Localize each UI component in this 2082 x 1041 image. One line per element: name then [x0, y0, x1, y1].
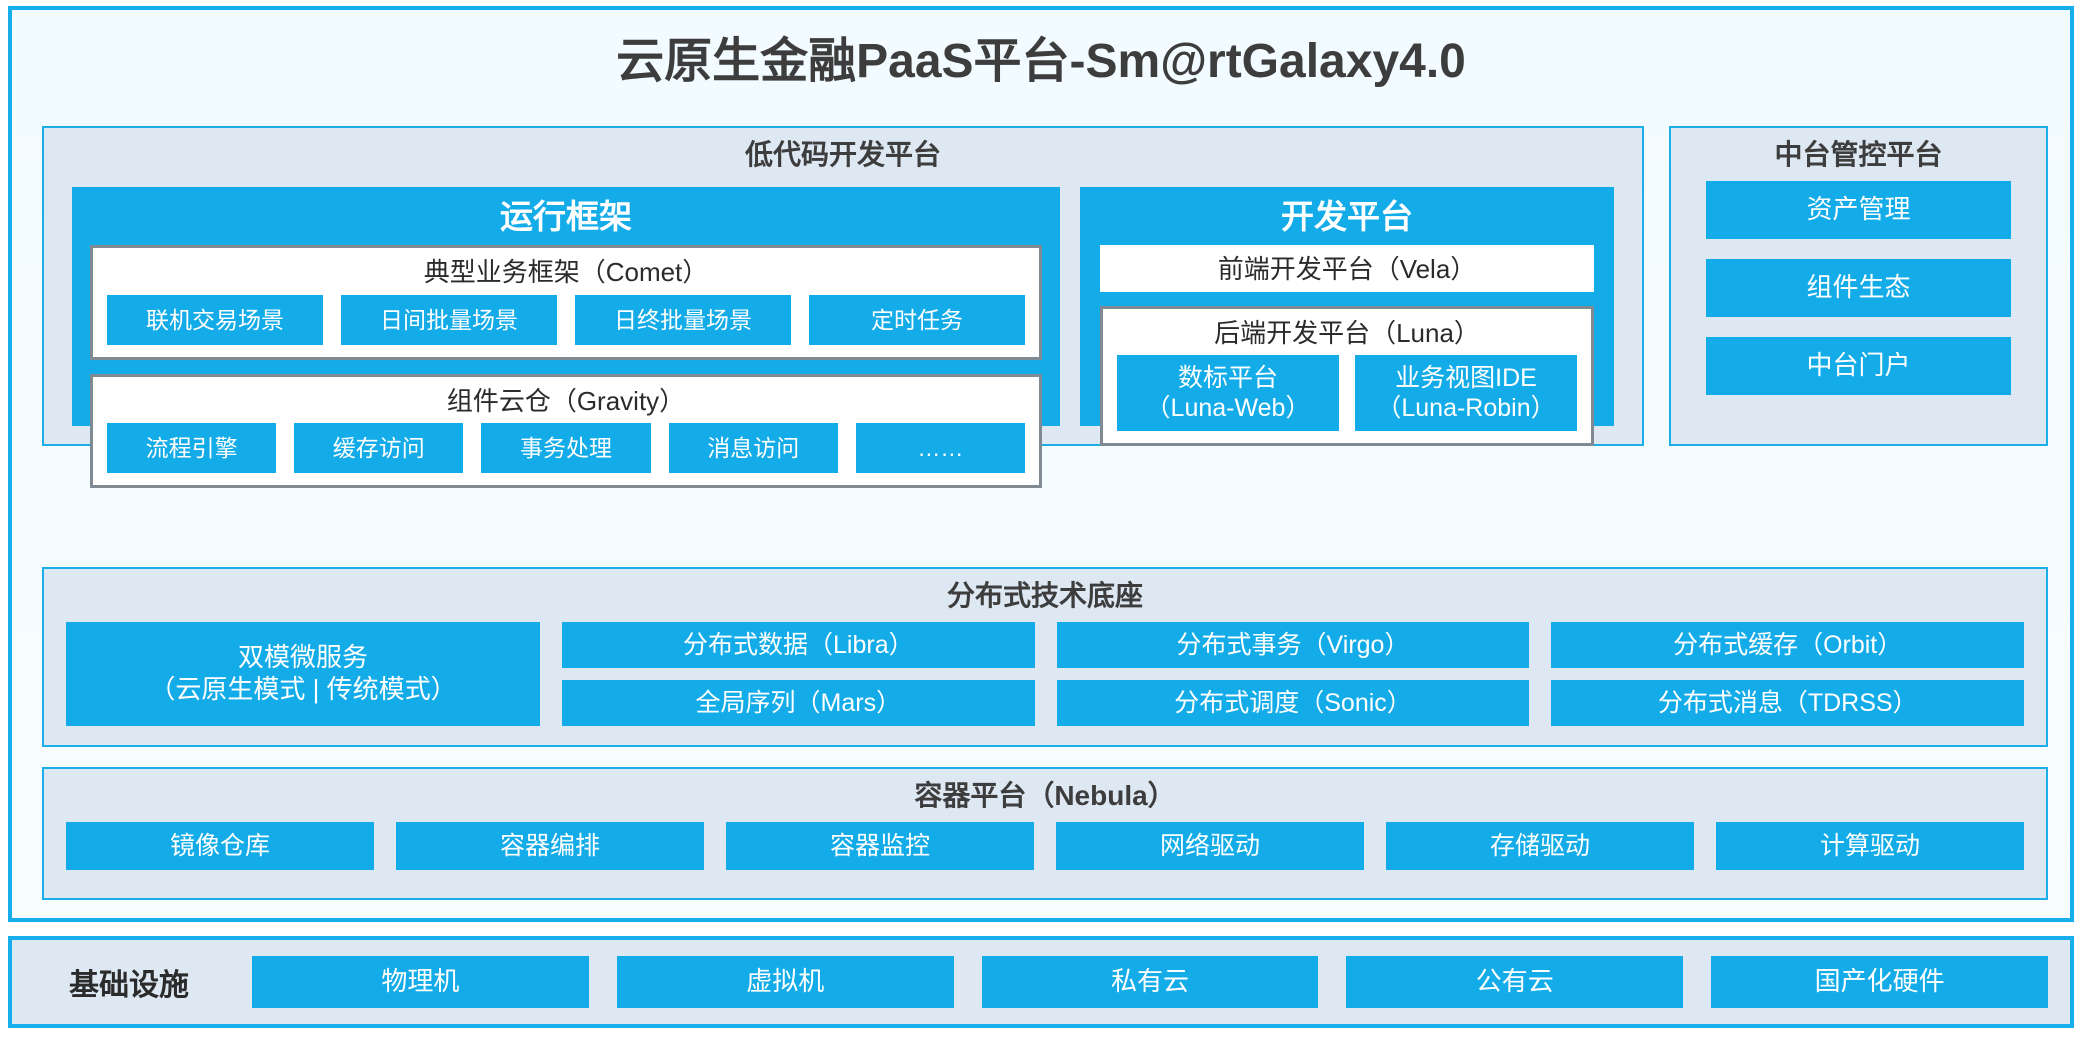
chip-distributed-scheduling-sonic[interactable]: 分布式调度（Sonic） [1056, 679, 1530, 726]
chip-distributed-cache-orbit[interactable]: 分布式缓存（Orbit） [1551, 621, 2025, 668]
chip-asset-management[interactable]: 资产管理 [1706, 180, 2011, 239]
chip-network-driver[interactable]: 网络驱动 [1056, 821, 1364, 870]
comet-group-heading: 典型业务框架（Comet） [423, 257, 709, 288]
distributed-base-panel: 分布式技术底座 双模微服务 （云原生模式 | 传统模式） 分布式数据（Libra… [42, 567, 2048, 747]
chip-distributed-message-tdrss[interactable]: 分布式消息（TDRSS） [1551, 679, 2025, 726]
chip-physical-machine[interactable]: 物理机 [252, 956, 589, 1008]
chip-transaction-processing[interactable]: 事务处理 [481, 423, 651, 474]
container-platform-title: 容器平台（Nebula） [914, 780, 1176, 811]
infrastructure-label: 基础设施 [69, 969, 189, 1002]
chip-public-cloud[interactable]: 公有云 [1346, 956, 1684, 1008]
chip-luna-web-line2: （Luna-Web） [1145, 394, 1311, 423]
page-title: 云原生金融PaaS平台-Sm@rtGalaxy4.0 [616, 35, 1466, 88]
chip-scheduled-task[interactable]: 定时任务 [809, 294, 1025, 345]
distributed-column-1: 分布式数据（Libra） 全局序列（Mars） [562, 621, 1035, 726]
chip-global-sequence-mars[interactable]: 全局序列（Mars） [562, 679, 1035, 726]
runtime-framework-title: 运行框架 [500, 198, 632, 235]
chip-intraday-batch-scenario[interactable]: 日间批量场景 [341, 294, 557, 345]
chip-component-ecosystem[interactable]: 组件生态 [1706, 258, 2011, 317]
chip-luna-web-line1: 数标平台 [1177, 363, 1278, 392]
chip-compute-driver[interactable]: 计算驱动 [1716, 821, 2024, 870]
frontend-dev-platform-heading: 前端开发平台（Vela） [1217, 254, 1477, 285]
chip-distributed-data-libra[interactable]: 分布式数据（Libra） [562, 621, 1035, 668]
platform-card: 云原生金融PaaS平台-Sm@rtGalaxy4.0 低代码开发平台 运行框架 … [8, 6, 2074, 922]
gravity-group-heading: 组件云仓（Gravity） [446, 385, 686, 416]
gravity-group: 组件云仓（Gravity） 流程引擎 缓存访问 事务处理 消息访问 …… [90, 373, 1042, 489]
mid-office-platform-panel: 中台管控平台 资产管理 组件生态 中台门户 [1669, 126, 2048, 446]
chip-container-monitoring[interactable]: 容器监控 [726, 821, 1034, 870]
container-platform-panel: 容器平台（Nebula） 镜像仓库 容器编排 容器监控 网络驱动 存储驱动 计算… [42, 767, 2048, 900]
chip-luna-robin-line2: （Luna-Robin） [1376, 394, 1556, 423]
frontend-dev-platform-box[interactable]: 前端开发平台（Vela） [1100, 245, 1594, 292]
development-platform-title: 开发平台 [1281, 198, 1413, 235]
development-platform-section: 开发平台 前端开发平台（Vela） 后端开发平台（Luna） 数标平台 [1080, 187, 1614, 447]
chip-private-cloud[interactable]: 私有云 [981, 956, 1319, 1008]
distributed-base-title: 分布式技术底座 [946, 580, 1143, 611]
chip-more-ellipsis[interactable]: …… [855, 423, 1026, 474]
runtime-framework-section: 运行框架 典型业务框架（Comet） 联机交易场景 日间批量场景 日终批量场景 … [72, 187, 1060, 489]
chip-message-access[interactable]: 消息访问 [668, 423, 838, 474]
chip-dual-mode-microservice-line1: 双模微服务 [237, 642, 368, 673]
backend-dev-platform-box: 后端开发平台（Luna） 数标平台 （Luna-Web） 业务视图IDE （Lu… [1100, 305, 1594, 447]
chip-dual-mode-microservice-line2: （云原生模式 | 传统模式） [149, 673, 457, 704]
chip-process-engine[interactable]: 流程引擎 [107, 423, 277, 474]
row-low-code-and-mid-office: 低代码开发平台 运行框架 典型业务框架（Comet） 联机交易场景 日间批量场景 [42, 126, 2048, 489]
chip-mid-office-portal[interactable]: 中台门户 [1706, 336, 2011, 395]
mid-office-platform-title: 中台管控平台 [1774, 139, 1943, 170]
chip-distributed-transaction-virgo[interactable]: 分布式事务（Virgo） [1056, 621, 1530, 668]
chip-cache-access[interactable]: 缓存访问 [294, 423, 464, 474]
backend-dev-platform-heading: 后端开发平台（Luna） [1214, 317, 1480, 348]
chip-luna-web[interactable]: 数标平台 （Luna-Web） [1117, 355, 1339, 432]
chip-eod-batch-scenario[interactable]: 日终批量场景 [575, 294, 791, 345]
chip-container-orchestration[interactable]: 容器编排 [396, 821, 704, 870]
chip-domestic-hardware[interactable]: 国产化硬件 [1711, 956, 2048, 1008]
distributed-column-3: 分布式缓存（Orbit） 分布式消息（TDRSS） [1551, 621, 2025, 726]
comet-group: 典型业务框架（Comet） 联机交易场景 日间批量场景 日终批量场景 定时任务 [90, 245, 1042, 360]
low-code-platform-panel: 低代码开发平台 运行框架 典型业务框架（Comet） 联机交易场景 日间批量场景 [42, 126, 1644, 489]
chip-luna-robin-line1: 业务视图IDE [1395, 363, 1537, 392]
chip-luna-robin[interactable]: 业务视图IDE （Luna-Robin） [1355, 355, 1577, 432]
infrastructure-panel: 基础设施 物理机 虚拟机 私有云 公有云 国产化硬件 [8, 936, 2074, 1028]
chip-dual-mode-microservice[interactable]: 双模微服务 （云原生模式 | 传统模式） [66, 621, 540, 726]
dual-mode-microservice-column: 双模微服务 （云原生模式 | 传统模式） [66, 621, 540, 726]
chip-online-transaction-scenario[interactable]: 联机交易场景 [107, 294, 323, 345]
distributed-column-2: 分布式事务（Virgo） 分布式调度（Sonic） [1056, 621, 1530, 726]
chip-image-registry[interactable]: 镜像仓库 [66, 821, 374, 870]
chip-storage-driver[interactable]: 存储驱动 [1386, 821, 1694, 870]
low-code-platform-title: 低代码开发平台 [744, 139, 941, 170]
chip-virtual-machine[interactable]: 虚拟机 [616, 956, 954, 1008]
